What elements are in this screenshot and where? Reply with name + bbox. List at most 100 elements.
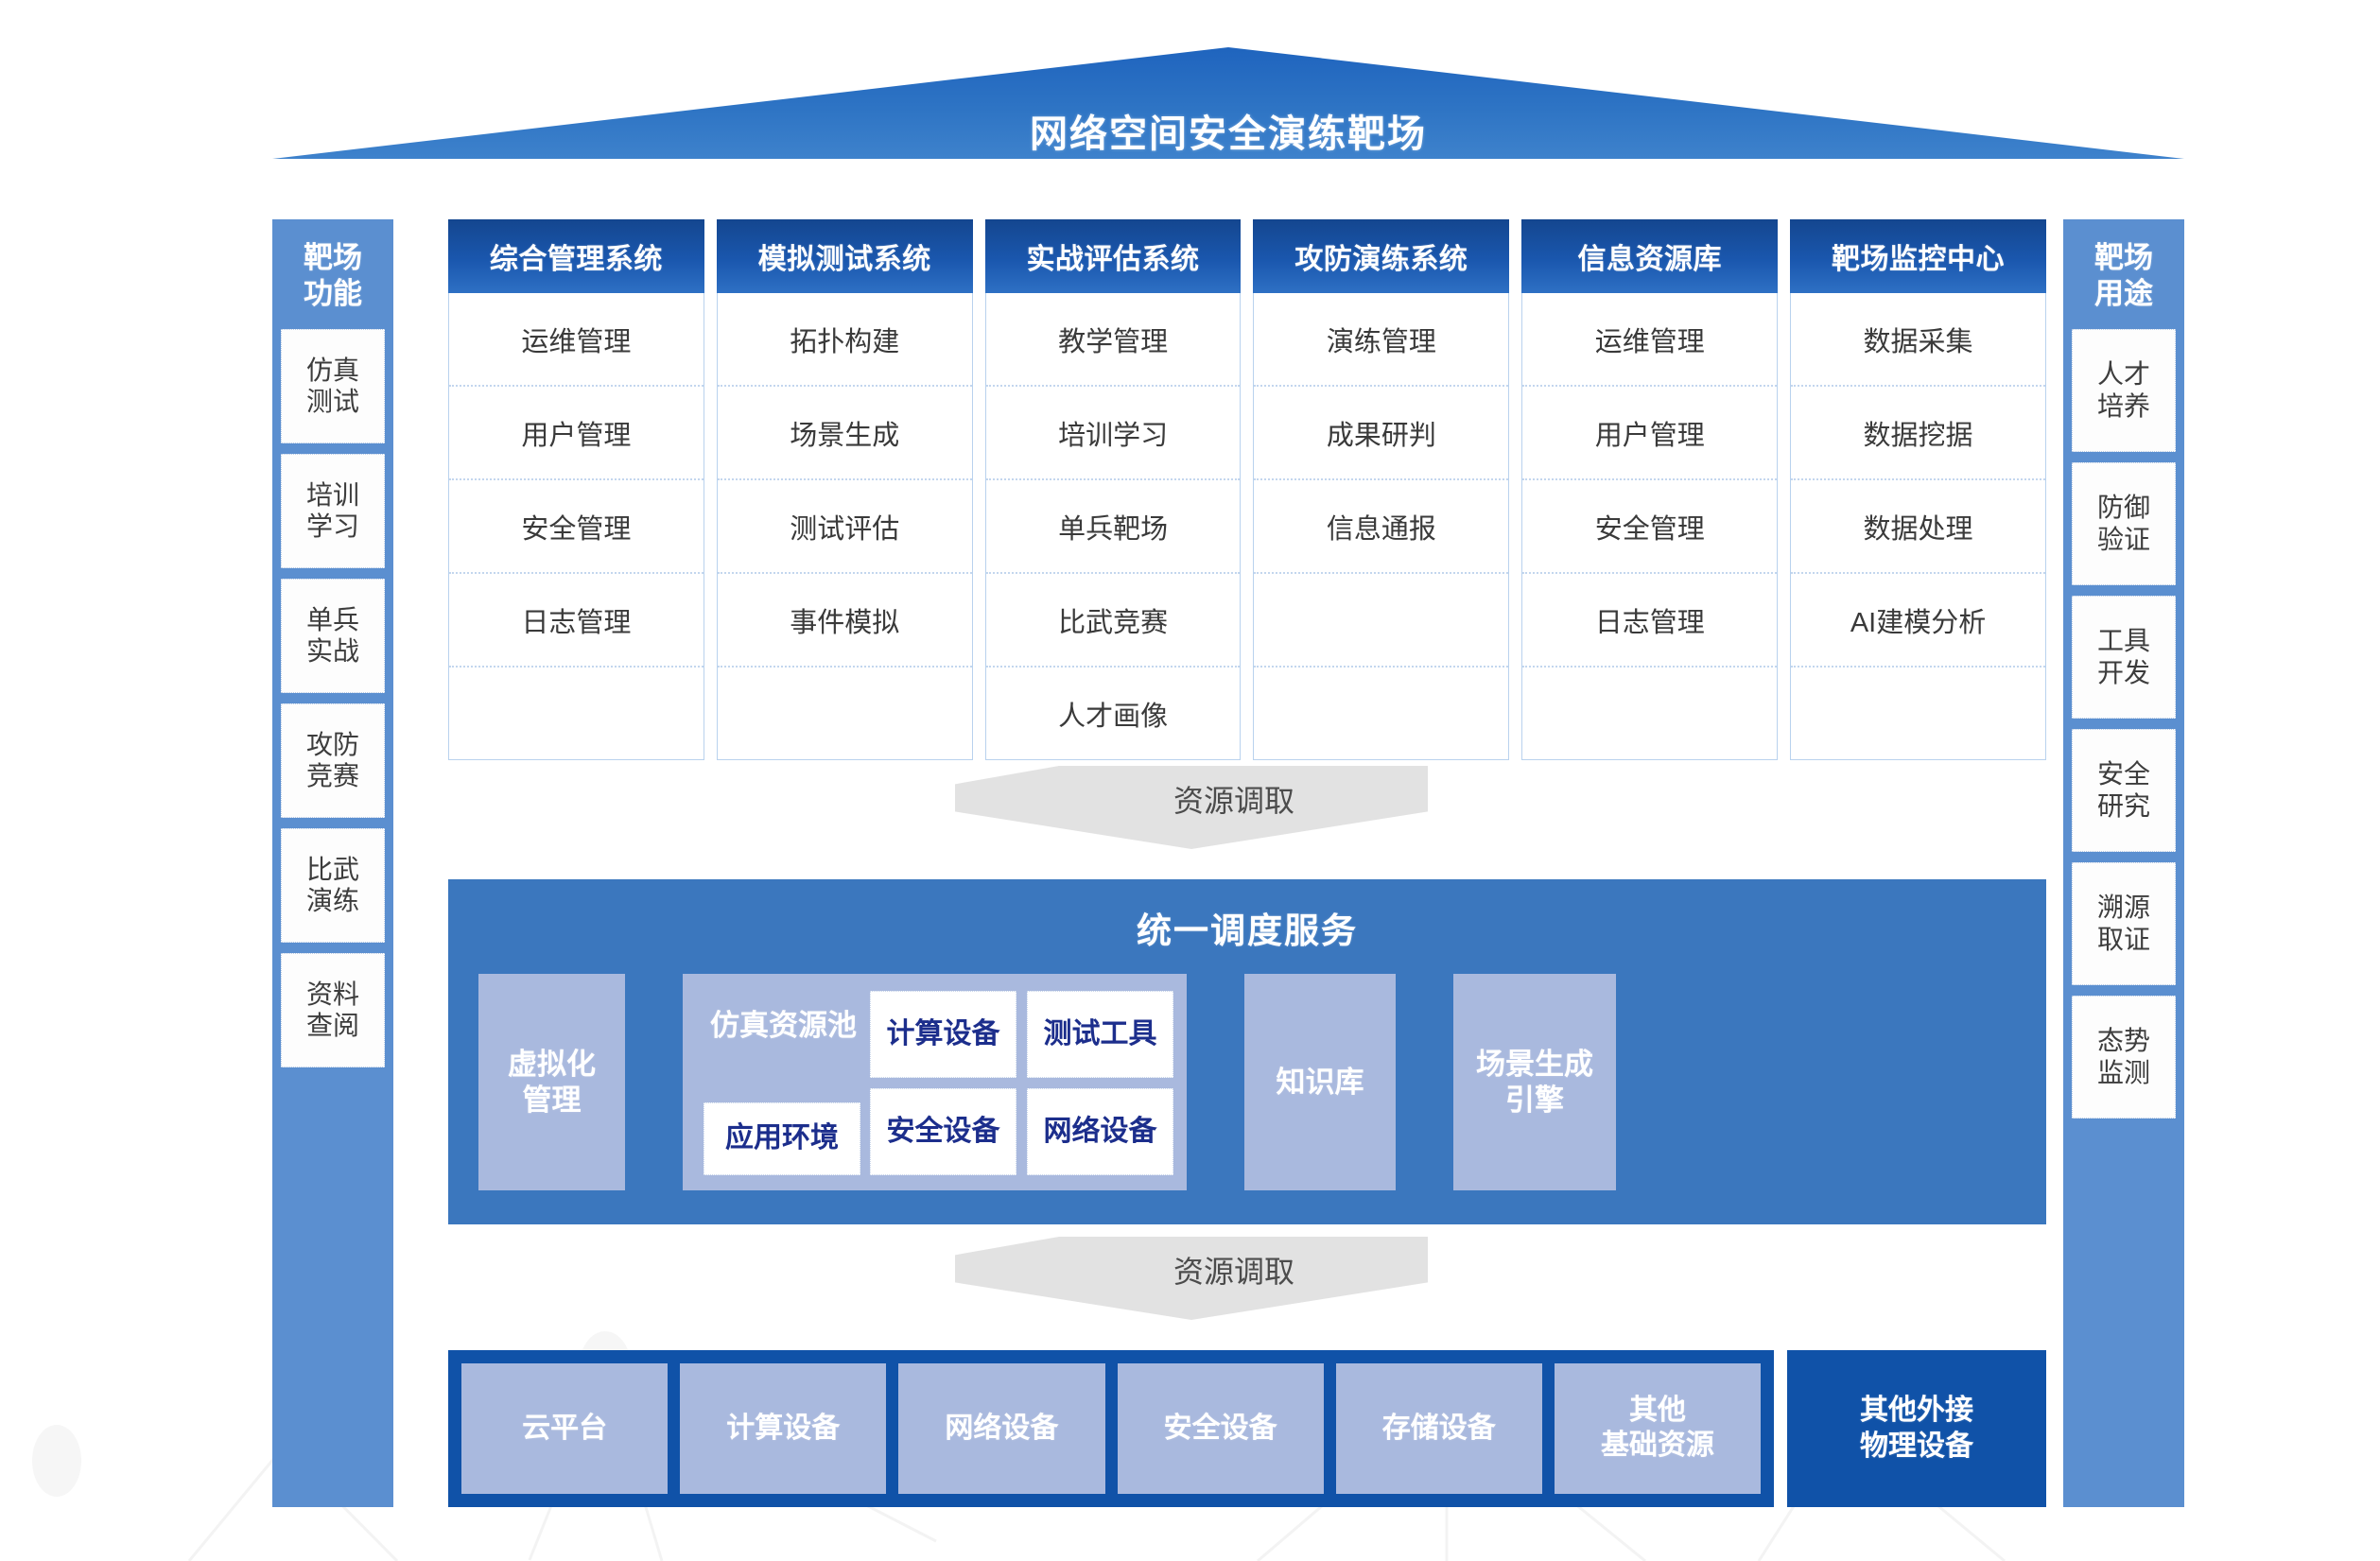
item-line2: 学习 bbox=[305, 512, 359, 542]
block-scenario-generation-engine[interactable]: 场景生成 引擎 bbox=[1453, 974, 1616, 1190]
item-line1: 单兵 bbox=[305, 604, 359, 634]
item-line1: 培训 bbox=[305, 479, 359, 510]
system-header[interactable]: 攻防演练系统 bbox=[1253, 219, 1510, 293]
chip-test-tools[interactable]: 测试工具 bbox=[1027, 991, 1173, 1078]
system-column-combat-assessment: 实战评估系统 教学管理 培训学习 单兵靶场 比武竞赛 人才画像 bbox=[984, 219, 1242, 760]
system-row[interactable]: 比武竞赛 bbox=[985, 574, 1241, 668]
system-row[interactable]: 人才画像 bbox=[1058, 701, 1169, 732]
sidebar-item-document-review[interactable]: 资料 查阅 bbox=[281, 952, 385, 1067]
sidebar-item-simulation-test[interactable]: 仿真 测试 bbox=[281, 328, 385, 443]
sidebar-item-security-research[interactable]: 安全 研究 bbox=[2072, 728, 2176, 852]
system-row-empty bbox=[1522, 668, 1777, 759]
item-line2: 验证 bbox=[2096, 524, 2150, 554]
block-simulation-resource-pool: 仿真资源池 计算设备 测试工具 安全设备 网络设备 应用环境 bbox=[683, 974, 1187, 1190]
unified-dispatch-service: 统一调度服务 虚拟化 管理 仿真资源池 计算设备 测试工具 安全设备 网络设备 … bbox=[448, 879, 2046, 1224]
system-row[interactable]: 运维管理 bbox=[449, 293, 704, 387]
item-line1: 态势 bbox=[2096, 1026, 2150, 1056]
infrastructure-row: 云平台 计算设备 网络设备 安全设备 存储设备 其他 基础资源 bbox=[448, 1350, 1774, 1507]
system-row[interactable]: 培训学习 bbox=[985, 387, 1241, 480]
system-header[interactable]: 模拟测试系统 bbox=[716, 219, 973, 293]
left-panel-functions: 靶场 功能 仿真 测试 培训 学习 单兵 实战 攻防 竞赛 比武 演练 资料 查… bbox=[272, 219, 393, 1507]
infra-other-base-resources[interactable]: 其他 基础资源 bbox=[1554, 1363, 1762, 1494]
virt-line2: 管理 bbox=[522, 1083, 582, 1117]
system-body: 数据采集 数据挖据 数据处理 AI建模分析 bbox=[1790, 293, 2046, 760]
cell-line1: 云平台 bbox=[522, 1412, 608, 1444]
system-row-empty bbox=[1254, 668, 1508, 759]
system-row[interactable]: 测试评估 bbox=[717, 480, 972, 574]
system-row[interactable]: 单兵靶场 bbox=[985, 480, 1241, 574]
sidebar-item-individual-combat[interactable]: 单兵 实战 bbox=[281, 578, 385, 693]
system-column-attack-defense-drill: 攻防演练系统 演练管理 成果研判 信息通报 bbox=[1253, 219, 1510, 760]
system-row[interactable]: AI建模分析 bbox=[1791, 574, 2045, 668]
system-row[interactable]: 教学管理 bbox=[985, 293, 1241, 387]
system-row[interactable]: 安全管理 bbox=[449, 480, 704, 574]
system-row[interactable]: 日志管理 bbox=[449, 574, 704, 668]
system-row[interactable]: 安全管理 bbox=[1522, 480, 1778, 574]
infra-cloud-platform[interactable]: 云平台 bbox=[461, 1363, 669, 1494]
block-knowledge-base[interactable]: 知识库 bbox=[1244, 974, 1396, 1190]
infra-storage-device[interactable]: 存储设备 bbox=[1335, 1363, 1542, 1494]
item-line1: 攻防 bbox=[305, 729, 359, 759]
sidebar-item-talent-cultivation[interactable]: 人才 培养 bbox=[2072, 328, 2176, 452]
system-row[interactable]: 数据处理 bbox=[1791, 480, 2045, 574]
system-body: 演练管理 成果研判 信息通报 bbox=[1253, 293, 1510, 760]
infra-compute-device[interactable]: 计算设备 bbox=[680, 1363, 887, 1494]
sidebar-item-training-learning[interactable]: 培训 学习 bbox=[281, 453, 385, 568]
item-line2: 演练 bbox=[305, 886, 359, 916]
sidebar-item-defense-validation[interactable]: 防御 验证 bbox=[2072, 461, 2176, 585]
system-header[interactable]: 靶场监控中心 bbox=[1790, 219, 2046, 293]
item-line2: 查阅 bbox=[305, 1011, 359, 1041]
system-header[interactable]: 实战评估系统 bbox=[984, 219, 1242, 293]
right-panel-title: 靶场 用途 bbox=[2063, 219, 2184, 329]
external-physical-devices[interactable]: 其他外接 物理设备 bbox=[1787, 1350, 2046, 1507]
system-row[interactable]: 事件模拟 bbox=[717, 574, 972, 668]
item-line2: 测试 bbox=[305, 387, 359, 417]
right-panel-items: 人才 培养 防御 验证 工具 开发 安全 研究 溯源 取证 态势 监测 bbox=[2063, 328, 2184, 1127]
system-body: 教学管理 培训学习 单兵靶场 比武竞赛 人才画像 bbox=[984, 293, 1242, 760]
infra-security-device[interactable]: 安全设备 bbox=[1117, 1363, 1324, 1494]
engine-line2: 引擎 bbox=[1505, 1083, 1564, 1117]
item-line1: 人才 bbox=[2096, 359, 2150, 390]
system-header[interactable]: 综合管理系统 bbox=[448, 219, 704, 293]
chip-network-device[interactable]: 网络设备 bbox=[1027, 1088, 1173, 1175]
system-row[interactable]: 拓扑构建 bbox=[717, 293, 972, 387]
infra-network-device[interactable]: 网络设备 bbox=[898, 1363, 1105, 1494]
system-body: 拓扑构建 场景生成 测试评估 事件模拟 bbox=[716, 293, 973, 760]
system-column-simulation-test: 模拟测试系统 拓扑构建 场景生成 测试评估 事件模拟 bbox=[716, 219, 973, 760]
arrow-label: 资源调取 bbox=[1173, 1255, 1294, 1289]
block-virtualization-management[interactable]: 虚拟化 管理 bbox=[478, 974, 625, 1190]
sidebar-item-attack-defense-contest[interactable]: 攻防 竞赛 bbox=[281, 702, 385, 818]
system-row[interactable]: 日志管理 bbox=[1522, 574, 1778, 668]
system-row[interactable]: 用户管理 bbox=[449, 387, 704, 480]
chip-application-environment[interactable]: 应用环境 bbox=[704, 1102, 860, 1175]
item-line1: 比武 bbox=[305, 854, 359, 884]
item-line2: 培养 bbox=[2096, 390, 2150, 421]
system-row[interactable]: 用户管理 bbox=[1522, 387, 1778, 480]
cell-line2: 基础资源 bbox=[1600, 1430, 1714, 1461]
system-row-empty bbox=[449, 668, 704, 759]
resource-dispatch-arrow-top: 资源调取 bbox=[955, 766, 1428, 849]
sidebar-item-traceability-forensics[interactable]: 溯源 取证 bbox=[2072, 861, 2176, 985]
sidebar-item-competition-drill[interactable]: 比武 演练 bbox=[281, 827, 385, 943]
system-row[interactable]: 场景生成 bbox=[717, 387, 972, 480]
sidebar-item-situation-monitoring[interactable]: 态势 监测 bbox=[2072, 995, 2176, 1119]
chip-security-device[interactable]: 安全设备 bbox=[870, 1088, 1016, 1175]
system-row[interactable]: 数据采集 bbox=[1791, 293, 2045, 387]
system-row-empty bbox=[718, 668, 972, 759]
pool-label: 仿真资源池 bbox=[710, 1009, 857, 1042]
ext-line1: 其他外接 bbox=[1860, 1394, 1973, 1426]
sidebar-item-tool-development[interactable]: 工具 开发 bbox=[2072, 595, 2176, 719]
cell-line1: 网络设备 bbox=[945, 1412, 1059, 1444]
engine-line1: 场景生成 bbox=[1476, 1047, 1593, 1081]
system-row[interactable]: 数据挖据 bbox=[1791, 387, 2045, 480]
system-row-empty bbox=[1254, 574, 1509, 668]
system-row[interactable]: 运维管理 bbox=[1522, 293, 1778, 387]
system-row[interactable]: 信息通报 bbox=[1254, 480, 1509, 574]
system-row[interactable]: 演练管理 bbox=[1254, 293, 1509, 387]
system-row[interactable]: 成果研判 bbox=[1254, 387, 1509, 480]
chip-compute-device[interactable]: 计算设备 bbox=[870, 991, 1016, 1078]
resource-dispatch-arrow-bottom: 资源调取 bbox=[955, 1237, 1428, 1320]
page-title: 网络空间安全演练靶场 bbox=[1030, 113, 1427, 155]
system-header[interactable]: 信息资源库 bbox=[1521, 219, 1779, 293]
